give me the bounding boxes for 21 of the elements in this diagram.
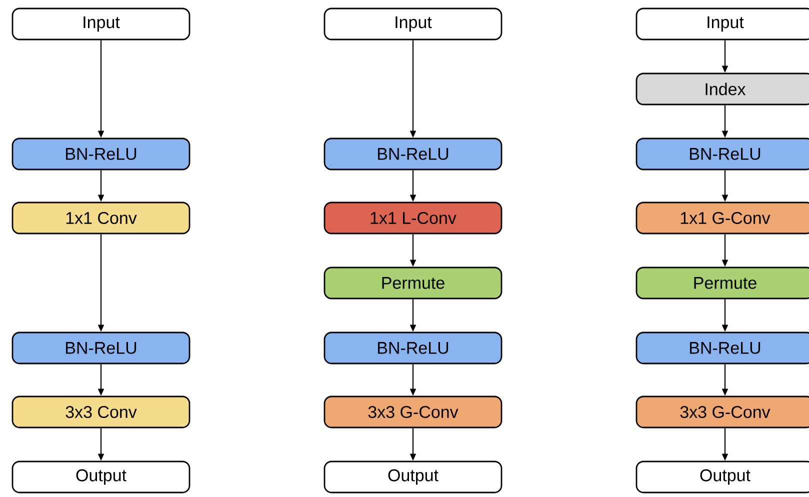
layer-box: BN-ReLU	[12, 332, 190, 364]
layer-box: BN-ReLU	[636, 138, 809, 170]
input-box: Input	[324, 8, 502, 40]
layer-box: 3x3 G-Conv	[636, 396, 809, 428]
layer-box: 1x1 Conv	[12, 202, 190, 234]
input-box: Input	[12, 8, 190, 40]
layer-box: BN-ReLU	[12, 138, 190, 170]
layer-box: 1x1 L-Conv	[324, 202, 502, 234]
input-box: Input	[636, 8, 809, 40]
layer-box: 3x3 G-Conv	[324, 396, 502, 428]
layer-box: Index	[636, 72, 809, 106]
layer-box: BN-ReLU	[636, 332, 809, 364]
layer-box: 3x3 Conv	[12, 396, 190, 428]
layer-box: 1x1 G-Conv	[636, 202, 809, 234]
layer-box: Permute	[324, 266, 502, 300]
layer-box: BN-ReLU	[324, 332, 502, 364]
output-box: Output	[636, 460, 809, 494]
output-box: Output	[12, 460, 190, 494]
layer-box: BN-ReLU	[324, 138, 502, 170]
output-box: Output	[324, 460, 502, 494]
layer-box: Permute	[636, 266, 809, 300]
